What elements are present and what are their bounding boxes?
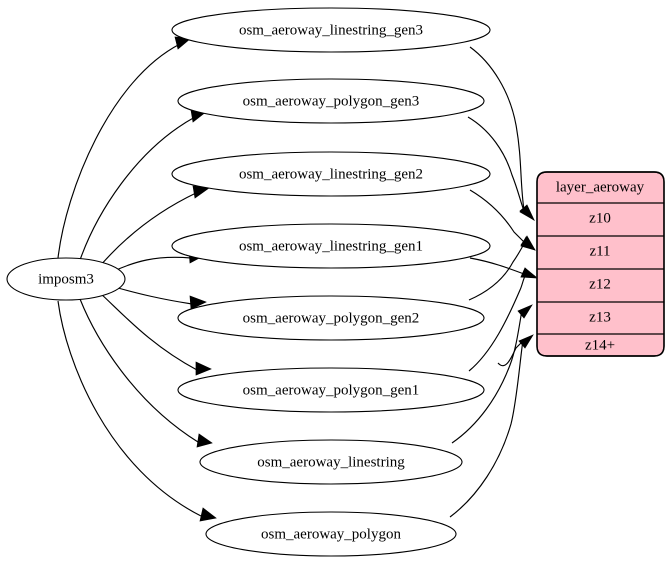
layer-row-z10[interactable]: z10 xyxy=(537,210,664,237)
layer-node-title-cell: layer_aeroway xyxy=(537,179,664,204)
node-imposm3-label: imposm3 xyxy=(38,271,94,287)
layer-row-z13[interactable]: z13 xyxy=(537,309,664,335)
layer-row-z14plus[interactable]: z14+ xyxy=(585,337,615,353)
node-osm_aeroway_linestring_gen3[interactable]: osm_aeroway_linestring_gen3 xyxy=(171,7,491,53)
node-osm_aeroway_linestring[interactable]: osm_aeroway_linestring xyxy=(199,439,463,485)
node-label: osm_aeroway_polygon_gen2 xyxy=(243,310,420,326)
node-label: osm_aeroway_linestring_gen1 xyxy=(239,238,423,254)
node-label: osm_aeroway_linestring xyxy=(257,454,405,470)
edge-imposm3-to-osm_aeroway_linestring_gen3 xyxy=(57,36,192,259)
edge-secondary-strand-to-layer_aeroway-z14 xyxy=(497,340,524,367)
edge-group-tables-to-layer xyxy=(449,46,537,518)
node-osm_aeroway_polygon_gen2[interactable]: osm_aeroway_polygon_gen2 xyxy=(177,295,485,341)
edge-osm_aeroway_linestring_gen3-to-layer_aeroway-z10 xyxy=(469,46,535,221)
node-label: osm_aeroway_linestring_gen2 xyxy=(239,166,423,182)
layer-row-z14plus-label: z14+ xyxy=(585,337,615,353)
layer-row-z13-label: z13 xyxy=(589,309,611,325)
layer-row-z12-label: z12 xyxy=(589,276,611,292)
node-label: osm_aeroway_linestring_gen3 xyxy=(239,22,423,38)
node-osm_aeroway_polygon[interactable]: osm_aeroway_polygon xyxy=(205,511,457,557)
edge-osm_aeroway_polygon_gen2-to-layer_aeroway-z11 xyxy=(468,236,536,301)
node-osm_aeroway_polygon_gen1[interactable]: osm_aeroway_polygon_gen1 xyxy=(177,367,485,413)
layer-node-outline xyxy=(536,171,665,357)
edge-imposm3-to-osm_aeroway_linestring xyxy=(79,298,213,448)
node-osm_aeroway_linestring_gen1[interactable]: osm_aeroway_linestring_gen1 xyxy=(171,223,491,269)
node-label: osm_aeroway_polygon_gen3 xyxy=(243,93,420,109)
edge-imposm3-to-osm_aeroway_polygon_gen1 xyxy=(99,292,212,376)
layer-node-body xyxy=(536,171,665,357)
layer-row-z10-label: z10 xyxy=(589,210,611,226)
node-label: osm_aeroway_polygon_gen1 xyxy=(243,382,420,398)
edge-osm_aeroway_polygon_gen3-to-layer_aeroway-z10 xyxy=(467,116,535,221)
layer-row-z12[interactable]: z12 xyxy=(537,276,664,303)
node-label: osm_aeroway_polygon xyxy=(261,526,401,542)
node-osm_aeroway_polygon_gen3[interactable]: osm_aeroway_polygon_gen3 xyxy=(177,78,485,124)
layer-row-z11[interactable]: z11 xyxy=(537,243,664,270)
edge-imposm3-to-osm_aeroway_polygon xyxy=(57,300,217,522)
node-imposm3[interactable]: imposm3 xyxy=(6,257,126,301)
layer-node-title: layer_aeroway xyxy=(556,179,645,195)
edge-osm_aeroway_polygon_gen1-to-layer_aeroway-z12 xyxy=(468,267,537,372)
edge-imposm3-to-osm_aeroway_linestring_gen2 xyxy=(99,185,210,267)
node-osm_aeroway_linestring_gen2[interactable]: osm_aeroway_linestring_gen2 xyxy=(171,151,491,197)
layer-row-z11-label: z11 xyxy=(589,243,610,259)
edge-osm_aeroway_linestring-to-layer_aeroway-z13 xyxy=(451,304,533,444)
edge-imposm3-to-osm_aeroway_polygon_gen2 xyxy=(117,287,207,310)
node-layer_aeroway[interactable]: layer_aeroway z10 z11 z12 z13 z14+ xyxy=(536,171,665,357)
edge-osm_aeroway_polygon-to-layer_aeroway-z14 xyxy=(449,334,534,518)
